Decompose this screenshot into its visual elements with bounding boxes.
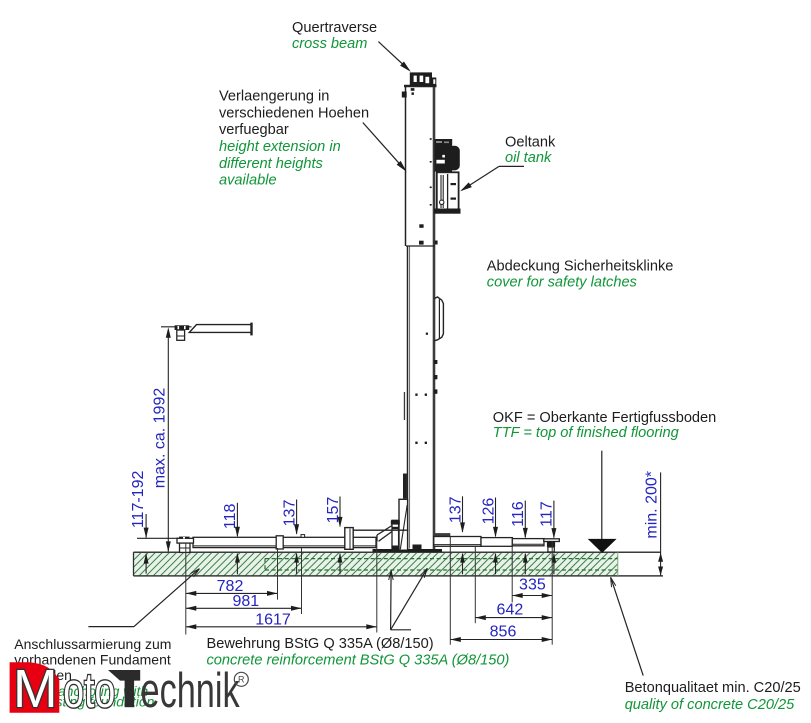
svg-text:oil tank: oil tank (505, 150, 552, 166)
svg-text:height extension in: height extension in (219, 139, 341, 155)
svg-text:Bewehrung BStG Q 335A (Ø8/150): Bewehrung BStG Q 335A (Ø8/150) (207, 636, 434, 652)
svg-text:verfuegbar: verfuegbar (219, 122, 289, 138)
svg-text:Anschlussarmierung zum: Anschlussarmierung zum (14, 636, 171, 652)
svg-text:vorhandenen Fundament: vorhandenen Fundament (14, 652, 171, 668)
svg-text:116: 116 (510, 501, 527, 527)
svg-text:echnik: echnik (141, 663, 241, 717)
svg-text:642: 642 (497, 602, 524, 619)
svg-text:concrete reinforcement BStG Q: concrete reinforcement BStG Q 335A (Ø8/1… (207, 653, 510, 669)
svg-text:cover for safety latches: cover for safety latches (487, 275, 637, 291)
svg-text:335: 335 (519, 577, 546, 594)
svg-text:Verlaengerung in: Verlaengerung in (219, 89, 329, 105)
svg-text:max. ca. 1992: max. ca. 1992 (151, 388, 168, 489)
svg-text:oto: oto (63, 664, 115, 718)
svg-text:137: 137 (281, 500, 298, 527)
svg-text:1617: 1617 (255, 612, 291, 629)
svg-text:981: 981 (232, 593, 259, 610)
svg-text:126: 126 (480, 498, 497, 525)
svg-text:TTF = top of finished flooring: TTF = top of finished flooring (493, 425, 679, 441)
svg-text:available: available (219, 173, 277, 189)
svg-text:M: M (13, 660, 58, 719)
svg-text:Betonqualitaet min. C20/25: Betonqualitaet min. C20/25 (625, 680, 801, 696)
svg-text:different heights: different heights (219, 156, 323, 172)
svg-text:verschiedenen Hoehen: verschiedenen Hoehen (219, 105, 369, 121)
svg-text:118: 118 (222, 503, 239, 529)
svg-text:782: 782 (217, 578, 244, 595)
svg-text:R: R (238, 675, 245, 685)
svg-text:Abdeckung Sicherheitsklinke: Abdeckung Sicherheitsklinke (487, 258, 674, 274)
svg-text:856: 856 (490, 624, 517, 641)
svg-text:117: 117 (539, 501, 556, 527)
svg-text:Oeltank: Oeltank (505, 135, 556, 151)
svg-text:Quertraverse: Quertraverse (292, 20, 377, 36)
svg-text:OKF = Oberkante Fertigfussbode: OKF = Oberkante Fertigfussboden (493, 410, 716, 426)
svg-text:157: 157 (325, 497, 342, 524)
svg-text:117-192: 117-192 (130, 471, 147, 529)
svg-text:cross beam: cross beam (292, 36, 367, 52)
svg-text:min. 200*: min. 200* (644, 471, 661, 539)
svg-text:137: 137 (447, 496, 464, 523)
svg-text:quality of concrete C20/25: quality of concrete C20/25 (625, 697, 795, 713)
